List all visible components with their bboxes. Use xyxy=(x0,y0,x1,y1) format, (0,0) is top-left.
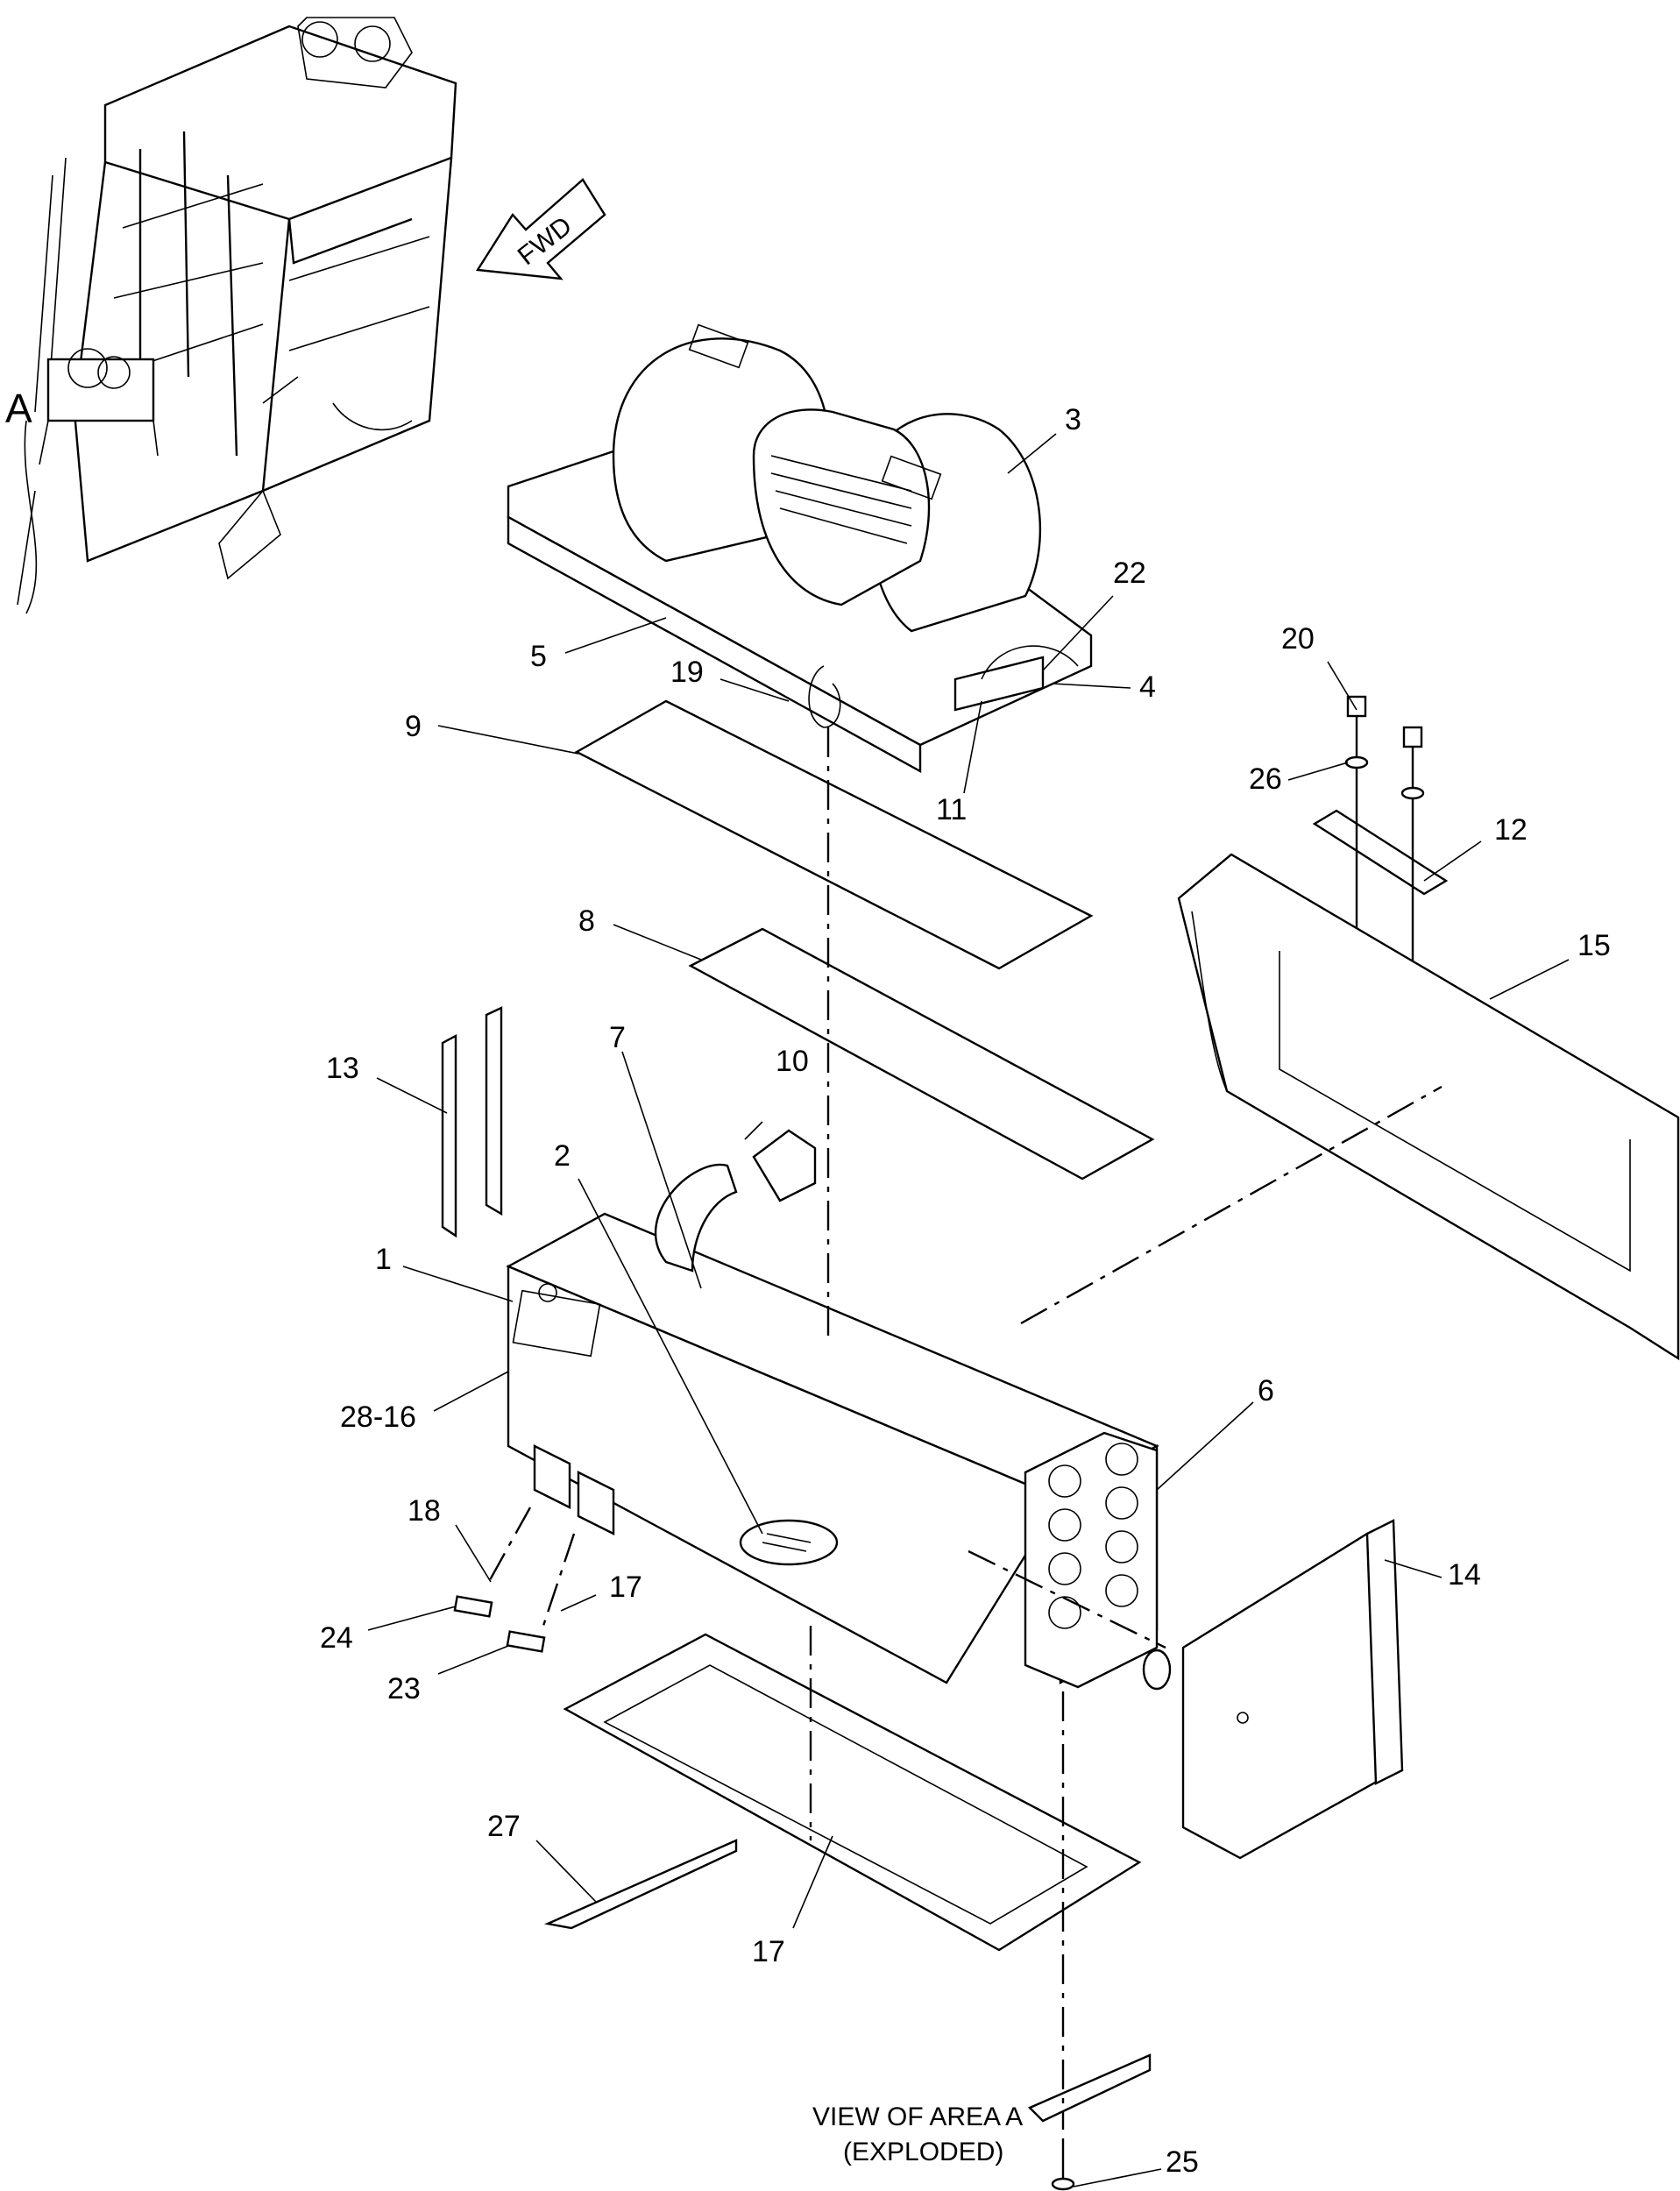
callout-17: 17 xyxy=(752,1935,785,1968)
callout-4: 4 xyxy=(1139,670,1156,704)
cab-frame-overview xyxy=(17,17,457,614)
coil-6 xyxy=(1024,1431,1159,1689)
view-caption-line1: VIEW OF AREA A xyxy=(812,2102,1023,2131)
bracket-13 xyxy=(441,1006,503,1238)
callout-26: 26 xyxy=(1249,762,1282,796)
callout-18: 17 xyxy=(609,1571,642,1604)
callout-14: 14 xyxy=(1448,1558,1481,1592)
callout-9: 9 xyxy=(405,710,422,743)
strip-27 xyxy=(543,1839,738,1930)
callout-24: 24 xyxy=(320,1621,353,1655)
callout-13: 13 xyxy=(326,1052,359,1085)
strip-25-area xyxy=(1027,2053,1152,2191)
panel-8 xyxy=(688,927,1155,1181)
callout-20: 19 xyxy=(670,656,704,689)
callout-12: 12 xyxy=(1494,813,1528,847)
callout-1: 1 xyxy=(375,1243,392,1276)
callouts: 3 5 19 22 4 11 9 8 20 26 12 15 13 7 10 2… xyxy=(320,403,1611,2179)
callout-5: 5 xyxy=(530,640,547,673)
callout-27: 27 xyxy=(487,1810,521,1843)
panel-9 xyxy=(574,699,1094,970)
assembly-centerlines xyxy=(485,727,1443,2130)
callout-3: 3 xyxy=(1065,403,1081,436)
callout-28-16: 28-16 xyxy=(340,1400,416,1434)
callout-15: 15 xyxy=(1577,929,1611,962)
callout-22: 22 xyxy=(1113,557,1146,590)
cover-15 xyxy=(1177,853,1680,1361)
forward-arrow-icon: FWD xyxy=(475,178,606,280)
callout-21: 20 xyxy=(1281,622,1315,656)
cover-14 xyxy=(1142,1519,1404,1860)
callout-8: 8 xyxy=(578,904,595,938)
blower-assembly xyxy=(507,323,1093,774)
drain-tray-17 xyxy=(563,1633,1142,1952)
callout-6: 6 xyxy=(1258,1374,1274,1407)
leader-lines xyxy=(367,433,1570,2187)
callout-2: 2 xyxy=(554,1139,571,1173)
callout-23: 23 xyxy=(387,1672,421,1705)
callout-10: 10 xyxy=(776,1045,809,1078)
callout-7: 7 xyxy=(609,1021,626,1054)
clips-23-24 xyxy=(453,1595,546,1653)
callout-19: 18 xyxy=(408,1494,441,1528)
view-caption: VIEW OF AREA A (EXPLODED) xyxy=(812,2102,1023,2166)
view-caption-line2: (EXPLODED) xyxy=(843,2138,1003,2166)
view-letter: A xyxy=(5,386,32,431)
callout-11: 11 xyxy=(936,793,967,826)
callout-25: 25 xyxy=(1166,2145,1199,2179)
